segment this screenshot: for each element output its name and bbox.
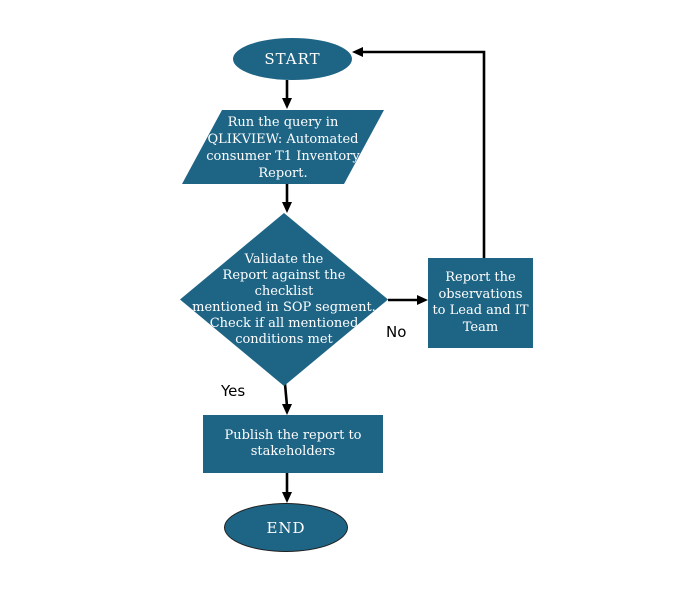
- decision-node-label: Validate the Report against the checklis…: [192, 251, 376, 347]
- start-node-label: START: [264, 50, 321, 68]
- end-node: END: [224, 503, 348, 552]
- arrow-publish-to-end: [282, 473, 292, 503]
- report-node-label: Report the observations to Lead and IT T…: [432, 270, 529, 335]
- arrow-decision-to-publish: [282, 383, 292, 415]
- arrow-report-to-start: [352, 47, 486, 258]
- arrow-decision-to-report: [388, 295, 428, 305]
- query-node-label: Run the query in QLIKVIEW: Automated con…: [206, 115, 360, 181]
- publish-node-label: Publish the report to stakeholders: [224, 428, 362, 459]
- decision-node: Validate the Report against the checklis…: [180, 213, 388, 386]
- arrow-start-to-query: [282, 80, 292, 109]
- no-edge-label: No: [386, 323, 407, 341]
- yes-edge-label: Yes: [221, 382, 246, 400]
- report-node: Report the observations to Lead and IT T…: [428, 258, 533, 348]
- query-node: Run the query in QLIKVIEW: Automated con…: [182, 110, 384, 184]
- start-node: START: [233, 38, 352, 80]
- arrow-query-to-decision: [282, 184, 292, 213]
- publish-node: Publish the report to stakeholders: [203, 415, 383, 473]
- end-node-label: END: [266, 518, 306, 537]
